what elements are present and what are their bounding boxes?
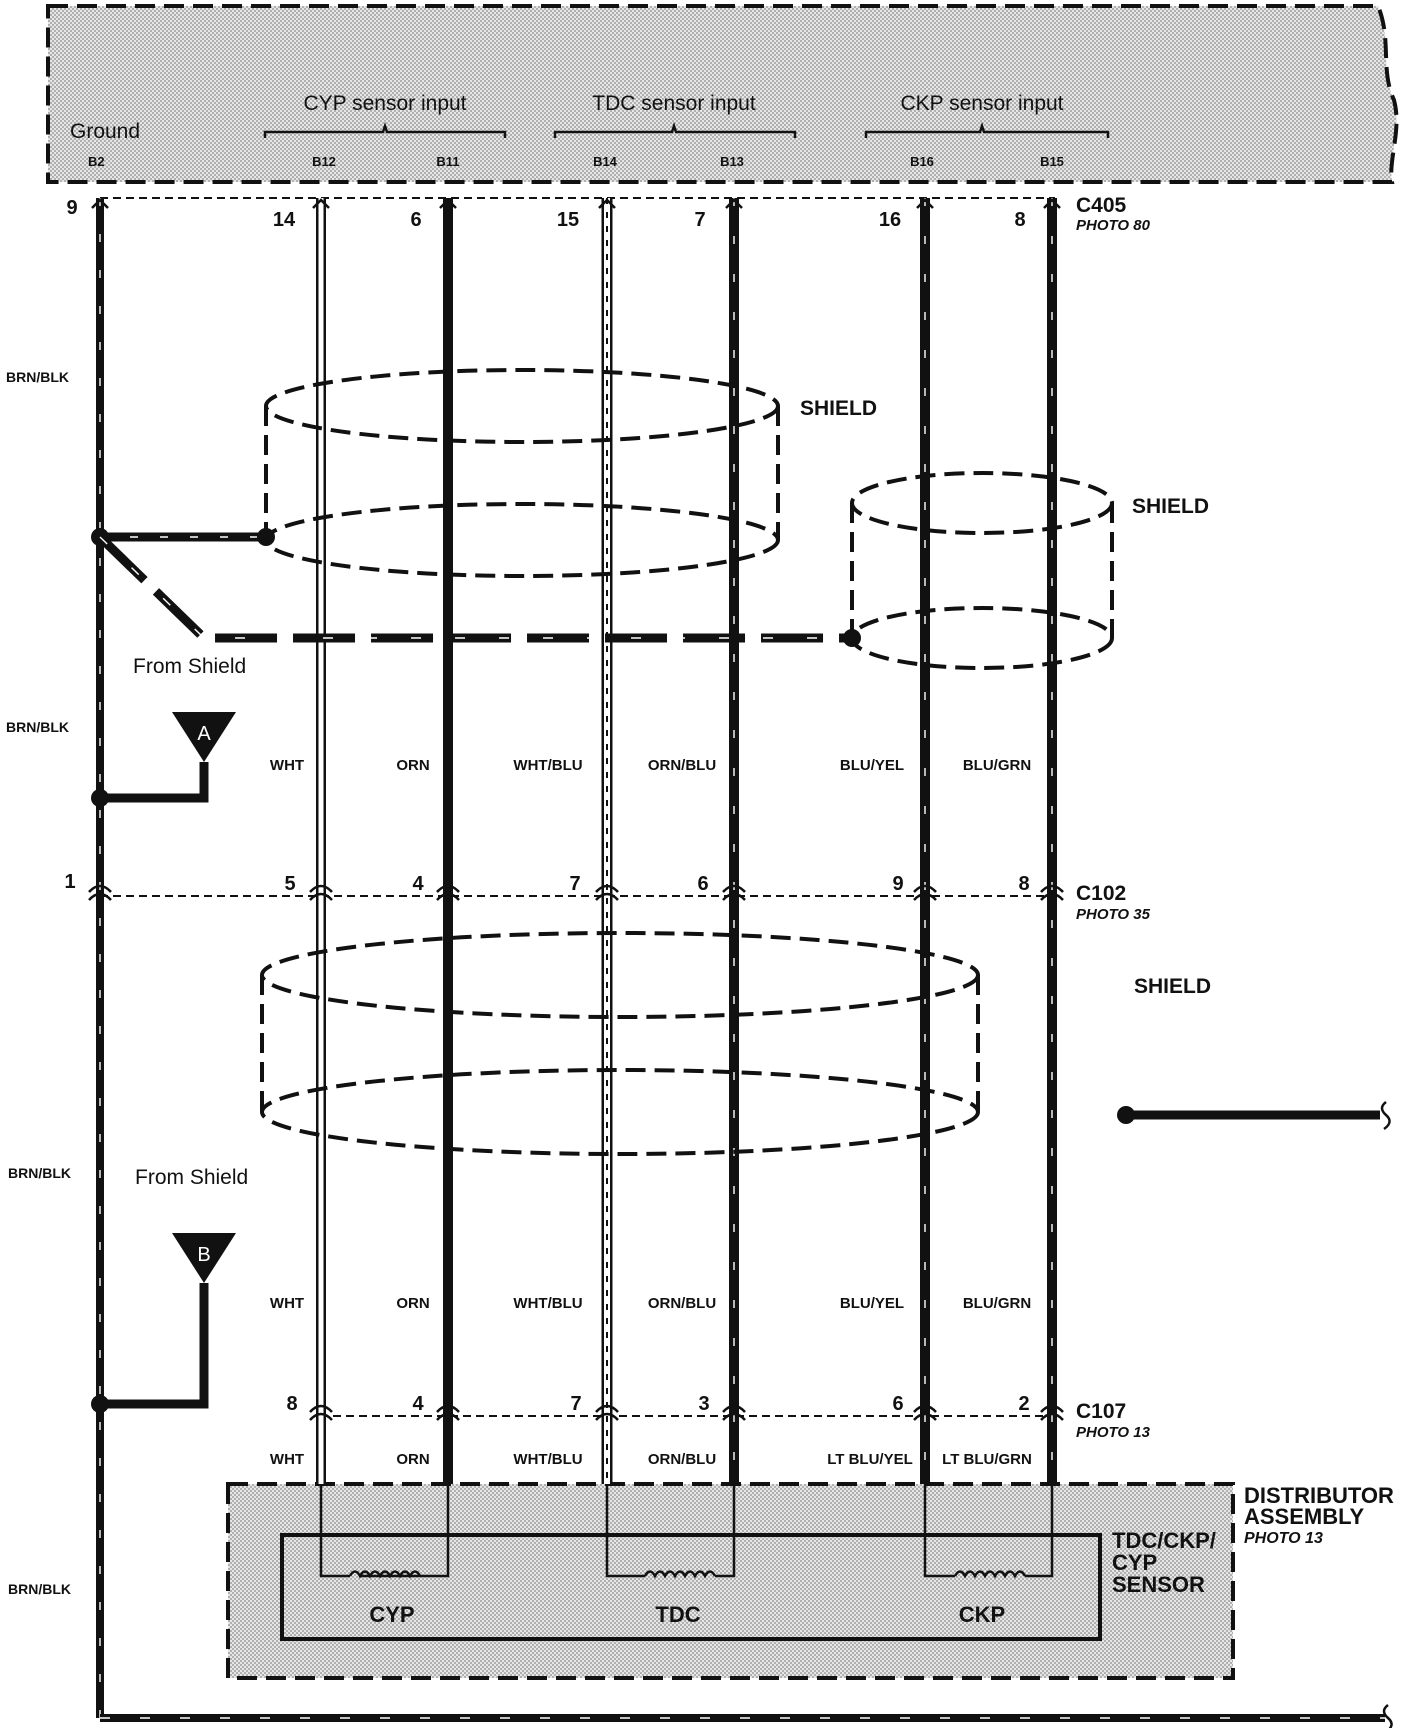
c405-pin-7: 7 [694,209,705,231]
c107-photo: PHOTO 13 [1076,1424,1151,1441]
from-shield-label-1: From Shield [133,655,246,678]
wire-color-lower-wht: WHT [270,1451,304,1468]
wire-color-lower-lt-blu-grn: LT BLU/GRN [942,1451,1032,1468]
shield-label-2: SHIELD [1132,495,1209,518]
coil-tdc [605,1484,736,1579]
distributor-title-2: ASSEMBLY [1244,1504,1365,1529]
c102-pin-5: 5 [284,873,295,895]
ecm-group-cyp-label: CYP sensor input [303,92,466,115]
wire-color-lower-orn-blu: ORN/BLU [648,1451,716,1468]
c405-notches [91,198,1061,209]
c405-pin-16: 16 [879,209,901,231]
ground-wire [96,198,1393,1728]
ground-color-4: BRN/BLK [8,1581,71,1597]
shield-drain-2 [96,533,861,647]
sensor-title-1: TDC/CKP/ [1112,1528,1216,1553]
coil-label-tdc: TDC [655,1602,700,1627]
wire-color-middle-wht-blu: WHT/BLU [513,1295,582,1312]
distributor-box [226,1482,1235,1680]
coil-cyp [319,1484,450,1579]
c107-pin-7: 7 [570,1393,581,1415]
ecm-pin-b11: B11 [436,154,459,169]
wire-color-lower-wht-blu: WHT/BLU [513,1451,582,1468]
ecm-group-ckp-brace [864,122,1110,138]
c102-notches [88,884,1064,901]
wire-color-middle-blu-yel: BLU/YEL [840,1295,904,1312]
sensor-box [280,1533,1102,1641]
c405-pin-6: 6 [410,209,421,231]
c405-pin-15: 15 [557,209,579,231]
sensor-title-3: SENSOR [1112,1572,1205,1597]
c405-pin-9: 9 [66,197,77,219]
ecm-pin-b13: B13 [720,154,744,169]
ecm-ground-label: Ground [70,120,140,143]
c107-pin-6: 6 [892,1393,903,1415]
ecm-group-tdc-label: TDC sensor input [592,92,756,115]
ecm-group-tdc-brace [553,122,797,138]
wire-color-middle-orn: ORN [396,1295,429,1312]
ground-color-1: BRN/BLK [6,369,69,385]
c102-photo: PHOTO 35 [1076,906,1151,923]
distributor-photo: PHOTO 13 [1244,1530,1323,1547]
c405-photo: PHOTO 80 [1076,217,1151,234]
c107-pin-3: 3 [698,1393,709,1415]
c102-pin-1: 1 [64,871,75,893]
ground-ref-b: B [91,1233,236,1413]
c102-pin-8: 8 [1018,873,1029,895]
c107-pin-8: 8 [286,1393,297,1415]
c102-pin-6: 6 [697,873,708,895]
svg-text:B: B [197,1244,210,1266]
wire-color-middle-orn-blu: ORN/BLU [648,1295,716,1312]
wire-color-upper-orn-blu: ORN/BLU [648,757,716,774]
ecm-pin-b12: B12 [312,154,336,169]
shield-1 [264,368,780,578]
c405-pin-14: 14 [273,209,296,231]
wire-color-lower-orn: ORN [396,1451,429,1468]
wire-color-upper-orn: ORN [396,757,429,774]
c107-notches [309,1404,1064,1421]
ecm-pin-b15: B15 [1040,154,1064,169]
shield-3 [260,931,980,1156]
shield-drain-3 [1117,1101,1391,1131]
wire-color-lower-lt-blu-yel: LT BLU/YEL [827,1451,913,1468]
wire-color-middle-blu-grn: BLU/GRN [963,1295,1031,1312]
ecm-group-cyp-brace [263,122,507,138]
c102-pin-7: 7 [569,873,580,895]
c107-pin-4: 4 [412,1393,424,1415]
svg-text:A: A [197,723,211,745]
c102-name: C102 [1076,882,1126,905]
c107-name: C107 [1076,1400,1126,1423]
ground-ref-a: A [91,712,236,807]
distributor-title-1: DISTRIBUTOR [1244,1483,1394,1508]
coil-label-cyp: CYP [369,1602,414,1627]
shield-drain-1 [91,528,275,546]
from-shield-label-2: From Shield [135,1166,248,1189]
ground-color-3: BRN/BLK [8,1165,71,1181]
c102-pin-4: 4 [412,873,424,895]
shield-2 [850,471,1114,670]
shield-label-1: SHIELD [800,397,877,420]
ecm-pin-b16: B16 [910,154,934,169]
coil-ckp [923,1484,1054,1579]
c405-pin-8: 8 [1014,209,1025,231]
ecm-group-ckp-label: CKP sensor input [900,92,1063,115]
ecm-pin-ground: B2 [88,154,105,169]
wire-color-upper-wht-blu: WHT/BLU [513,757,582,774]
wire-color-upper-blu-grn: BLU/GRN [963,757,1031,774]
coil-label-ckp: CKP [959,1602,1005,1627]
c405-name: C405 [1076,194,1127,217]
c107-pin-2: 2 [1018,1393,1029,1415]
c102-pin-9: 9 [892,873,903,895]
wire-color-upper-wht: WHT [270,757,304,774]
sensor-title-2: CYP [1112,1550,1157,1575]
wire-color-upper-blu-yel: BLU/YEL [840,757,904,774]
wire-color-middle-wht: WHT [270,1295,304,1312]
ecm-pin-b14: B14 [593,154,618,169]
ground-color-2: BRN/BLK [6,719,69,735]
ecm-box [46,4,1399,184]
shield-label-3: SHIELD [1134,975,1211,998]
